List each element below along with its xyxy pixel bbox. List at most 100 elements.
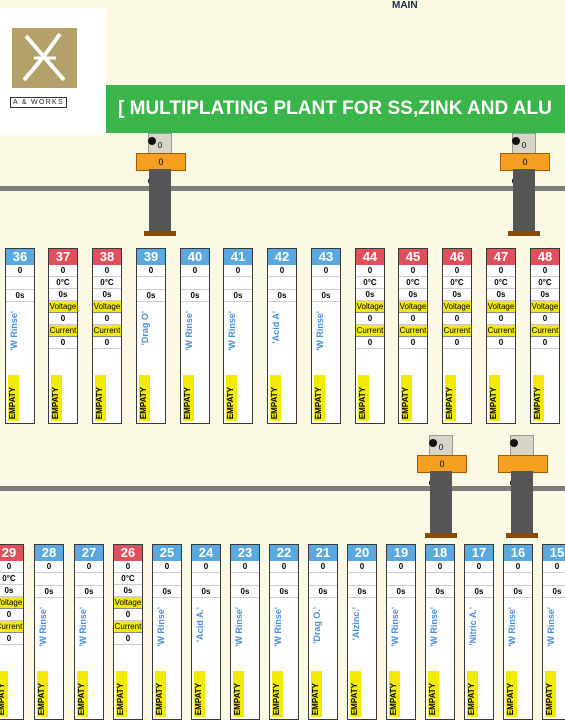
tank-name: 'Acid A.' <box>195 607 205 642</box>
voltage-value: 0 <box>93 313 121 325</box>
tank-value: 0 <box>6 265 34 277</box>
tank-status: EMPATY <box>533 375 544 421</box>
tank-status-text: EMPATY <box>183 386 192 419</box>
tank-time: 0s <box>153 586 181 598</box>
carrier-mast <box>430 471 452 533</box>
tank-status: EMPATY <box>467 671 478 717</box>
tank-value: 0 <box>75 561 103 573</box>
tank-number: 46 <box>443 249 471 265</box>
spacer <box>231 573 259 586</box>
tank-status-text: EMPATY <box>155 682 164 715</box>
tank-status-text: EMPATY <box>37 682 46 715</box>
spacer <box>6 277 34 290</box>
voltage-label: Voltage <box>399 301 427 313</box>
tank-time: 0s <box>0 585 23 597</box>
spacer <box>268 277 296 290</box>
tank-number: 18 <box>426 545 454 561</box>
tank-status-text: EMPATY <box>358 386 367 419</box>
tank-number: 22 <box>270 545 298 561</box>
tank-time: 0s <box>387 586 415 598</box>
voltage-label: Voltage <box>531 301 559 313</box>
tank-time: 0s <box>531 289 559 301</box>
tank-number: 38 <box>93 249 121 265</box>
tank-number: 41 <box>224 249 252 265</box>
spacer <box>426 573 454 586</box>
tank-status: EMPATY <box>37 671 48 717</box>
current-label: Current <box>487 325 515 337</box>
spacer <box>309 573 337 586</box>
current-value: 0 <box>399 337 427 349</box>
tank-time: 0s <box>309 586 337 598</box>
tank-value: 0 <box>35 561 63 573</box>
tank-value: 0 <box>309 561 337 573</box>
tank-name: 'W Rinse' <box>156 607 166 647</box>
tank-number: 26 <box>114 545 142 561</box>
tank-status-text: EMPATY <box>311 682 320 715</box>
voltage-label: Voltage <box>0 597 23 609</box>
tank-status: EMPATY <box>445 375 456 421</box>
tank-status: EMPATY <box>116 671 127 717</box>
carrier-value-1: 0 <box>438 443 444 452</box>
tank-value: 0 <box>465 561 493 573</box>
tank-temperature: 0°C <box>443 277 471 289</box>
tank-time: 0s <box>504 586 532 598</box>
spacer <box>465 573 493 586</box>
tank-status: EMPATY <box>155 671 166 717</box>
tank-name: 'W Rinse' <box>390 607 400 647</box>
tank-time: 0s <box>312 290 340 302</box>
crane-carrier[interactable]: 2411069440 <box>498 435 548 545</box>
logo-text: A & WORKS <box>10 97 67 108</box>
tank-name: 'W Rinse' <box>546 607 556 647</box>
tank-name: 'W Rinse' <box>234 607 244 647</box>
tank-value: 0 <box>224 265 252 277</box>
spacer <box>312 277 340 290</box>
current-value: 0 <box>114 633 142 645</box>
tank-status-text: EMPATY <box>350 682 359 715</box>
carrier-value-2: 0 <box>158 157 164 167</box>
tank-value: 0 <box>543 561 565 573</box>
tank-status-text: EMPATY <box>194 682 203 715</box>
tank-value: 0 <box>49 265 77 277</box>
tank-value: 0 <box>268 265 296 277</box>
tank-time: 0s <box>348 586 376 598</box>
tank-value: 0 <box>399 265 427 277</box>
tank-time: 0s <box>114 585 142 597</box>
spacer <box>181 277 209 290</box>
tank-time: 0s <box>137 290 165 302</box>
sensor-icon <box>429 439 437 447</box>
tank-value: 0 <box>0 561 23 573</box>
bottom-rail <box>0 486 565 491</box>
plant-title-banner: [ MULTIPLATING PLANT FOR SS,ZINK AND ALU <box>106 85 565 133</box>
